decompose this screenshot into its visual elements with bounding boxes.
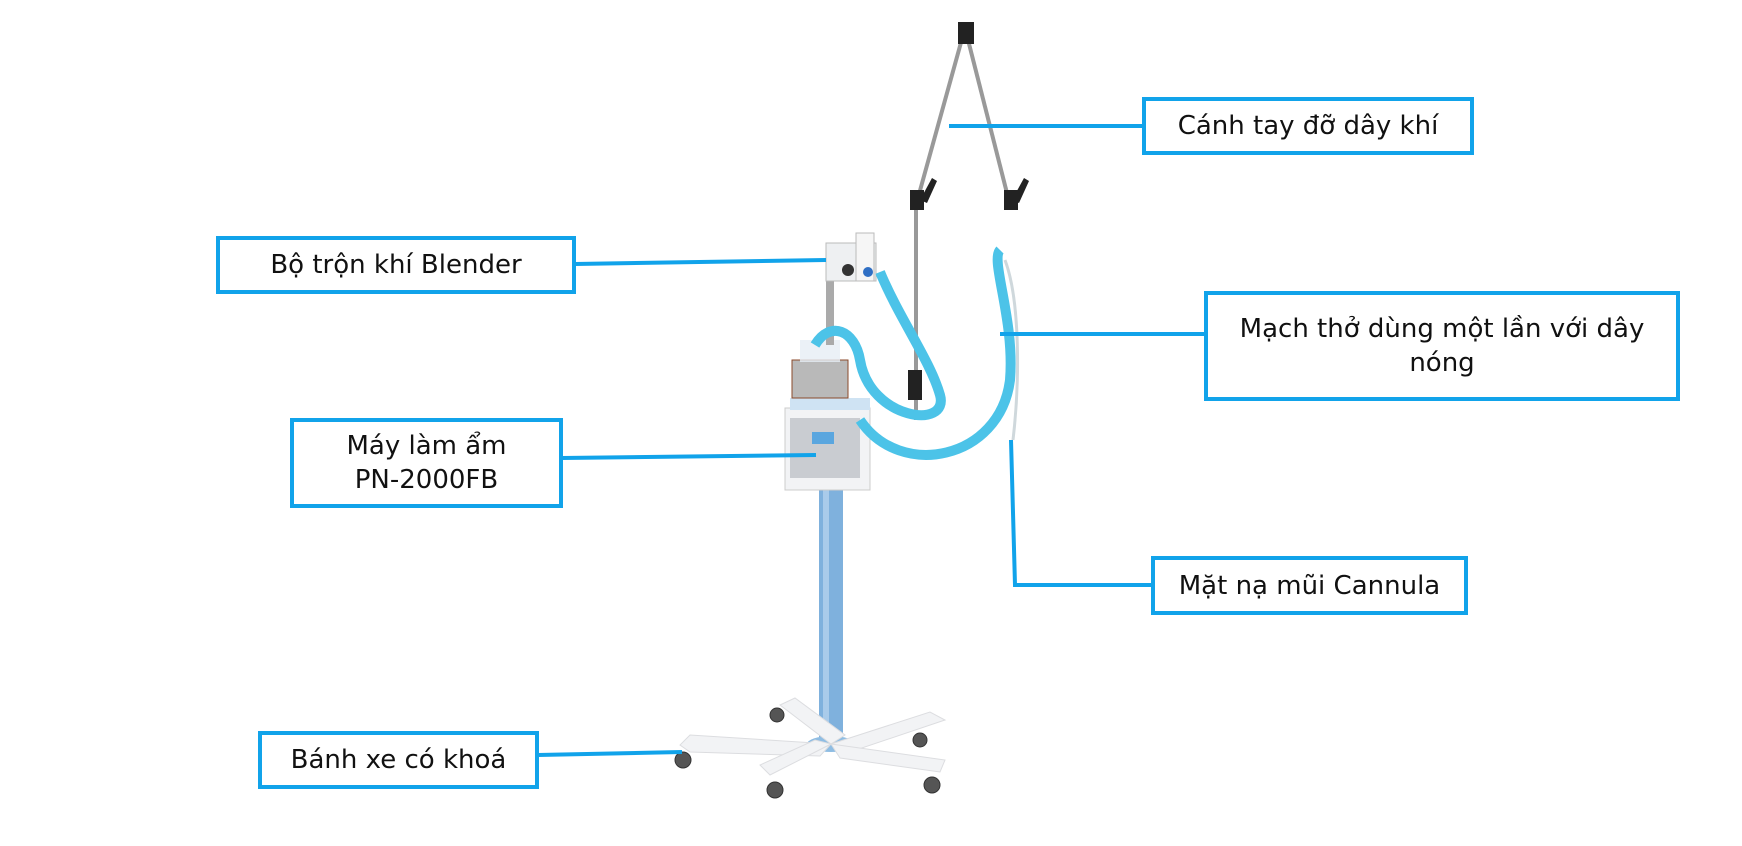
caster-wheel-icon	[674, 707, 941, 799]
label-locking-wheels: Bánh xe có khoá	[258, 731, 539, 789]
label-nasal-cannula: Mặt nạ mũi Cannula	[1151, 556, 1468, 615]
blender-unit	[825, 232, 877, 282]
stand-pole	[819, 470, 843, 740]
label-text: Bánh xe có khoá	[290, 745, 507, 775]
label-text: Cánh tay đỡ dây khí	[1177, 111, 1439, 141]
label-heated-breathing-circuit: Mạch thở dùng một lần với dây nóng	[1204, 291, 1680, 401]
label-text: Bộ trộn khí Blender	[270, 250, 522, 280]
label-humidifier: Máy làm ẩm PN-2000FB	[290, 418, 563, 508]
breathing-tube	[810, 270, 946, 421]
label-tube-support-arm: Cánh tay đỡ dây khí	[1142, 97, 1474, 155]
label-text-line-1: Máy làm ẩm	[346, 431, 507, 461]
label-text-line-1: Mạch thở dùng một lần với dây	[1239, 314, 1645, 344]
label-text: Mặt nạ mũi Cannula	[1178, 570, 1441, 601]
label-text-line-2: nóng	[1409, 348, 1475, 378]
wheeled-base	[679, 697, 947, 776]
humidifier-unit	[784, 340, 871, 491]
nasal-cannula	[1003, 259, 1020, 441]
label-text-line-2: PN-2000FB	[354, 465, 499, 495]
leader-lines	[537, 124, 1204, 757]
label-air-blender: Bộ trộn khí Blender	[216, 236, 576, 294]
